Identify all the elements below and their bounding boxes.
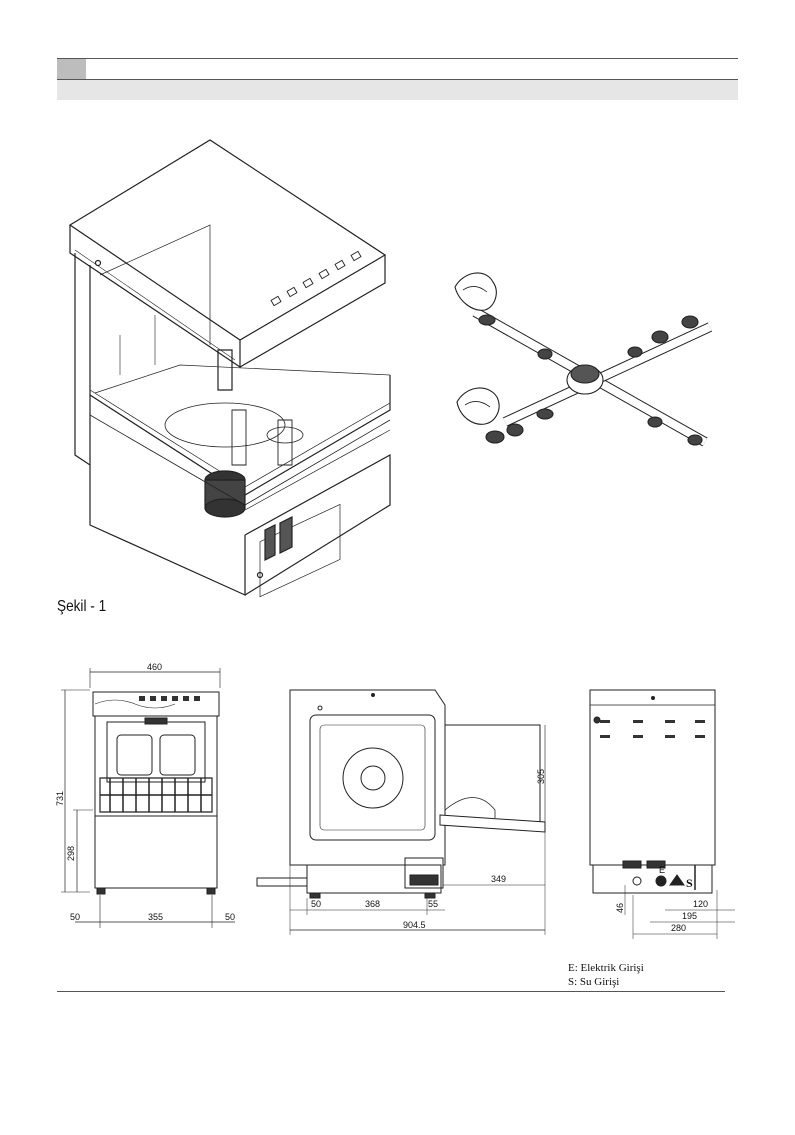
side-top-height-label: 305 <box>536 769 546 784</box>
front-width-label: 460 <box>147 662 162 672</box>
side-extension-label: 349 <box>491 874 506 884</box>
front-left-margin-label: 50 <box>70 912 80 922</box>
rear-280-label: 280 <box>671 923 686 933</box>
side-right-foot-label: 55 <box>428 899 438 909</box>
machine-isometric-illustration <box>60 135 400 600</box>
rear-e-mark: E <box>659 865 665 875</box>
header-rule-top <box>57 58 738 59</box>
legend-electric: E: Elektrik Girişi <box>568 962 644 974</box>
spray-arm-illustration <box>445 262 725 472</box>
side-total-depth-label: 904.5 <box>403 920 426 930</box>
front-lower-height-label: 298 <box>66 846 76 861</box>
rear-120-label: 120 <box>693 899 708 909</box>
rear-s-mark: S <box>686 876 693 890</box>
figure-caption: Şekil - 1 <box>57 598 106 616</box>
front-right-margin-label: 50 <box>225 912 235 922</box>
side-left-foot-label: 50 <box>311 899 321 909</box>
front-view-drawing: 460 731 298 50 355 50 <box>55 660 255 940</box>
rear-view-drawing: E S 46 120 195 280 <box>585 685 750 945</box>
front-height-label: 731 <box>55 791 65 806</box>
rear-195-label: 195 <box>682 911 697 921</box>
header-section-marker <box>57 58 86 79</box>
legend-water: S: Su Girişi <box>568 976 619 988</box>
header-band <box>57 80 738 100</box>
footer-rule <box>57 991 725 992</box>
side-mid-label: 368 <box>365 899 380 909</box>
rear-small-height-label: 46 <box>615 903 625 913</box>
front-inner-width-label: 355 <box>148 912 163 922</box>
side-view-drawing: 305 349 50 368 55 904.5 <box>255 660 555 940</box>
